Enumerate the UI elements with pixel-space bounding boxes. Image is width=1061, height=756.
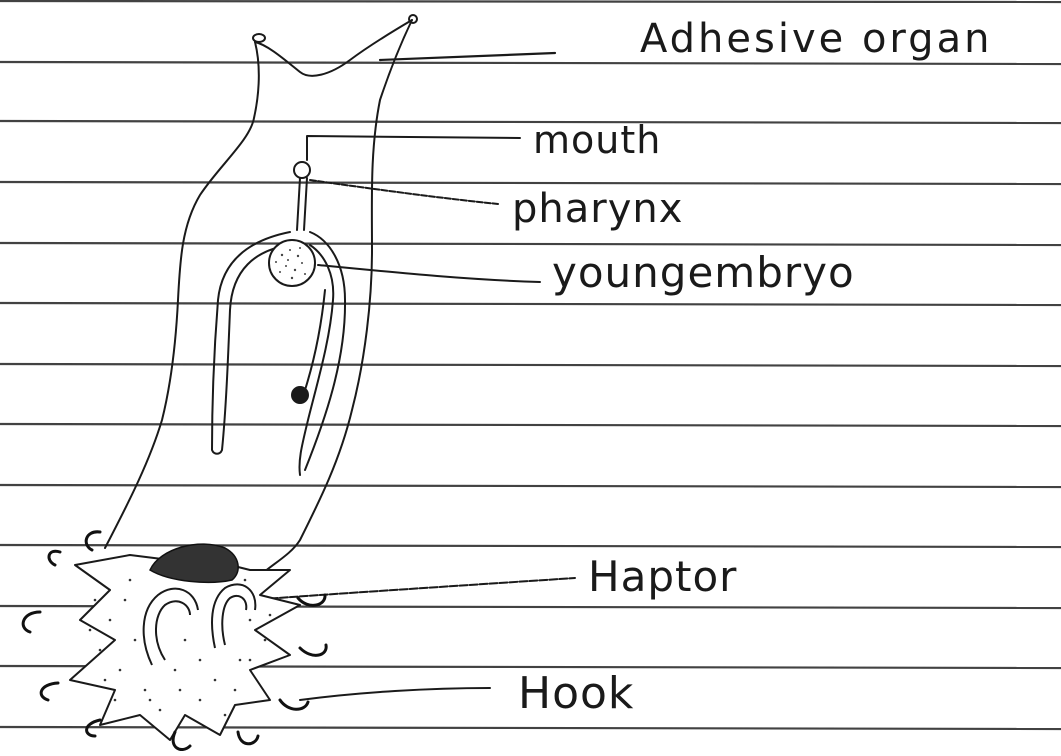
hook-8 — [280, 700, 308, 709]
hook-1 — [86, 532, 100, 550]
label-young-embryo: youngembryo — [552, 248, 855, 297]
hook-6 — [173, 732, 190, 750]
adhesive-organ-right-lobe — [409, 15, 417, 23]
adhesive-organ-left-lobe — [253, 34, 265, 42]
leader-adhesive — [380, 53, 555, 60]
leader-mouth — [307, 136, 520, 160]
label-adhesive-organ: Adhesive organ — [640, 16, 992, 62]
leader-haptor — [250, 578, 575, 600]
leader-embryo — [318, 265, 540, 282]
label-hook: Hook — [518, 668, 634, 719]
hook-7 — [238, 732, 258, 744]
leader-hook — [300, 688, 490, 700]
uterine-canal — [305, 290, 325, 390]
hook-2 — [49, 551, 60, 565]
label-mouth: mouth — [533, 118, 661, 162]
body-outline — [105, 20, 412, 580]
hook-3 — [23, 612, 40, 632]
hook-4 — [41, 683, 58, 700]
label-pharynx: pharynx — [512, 186, 683, 232]
label-haptor: Haptor — [588, 552, 737, 601]
pharynx — [297, 178, 307, 230]
haptor — [70, 544, 300, 740]
adhesive-organ — [255, 20, 412, 76]
haptor-dome — [150, 544, 238, 582]
mouth-circle — [294, 162, 310, 178]
young-embryo — [269, 240, 315, 286]
egg-dot — [292, 387, 308, 403]
hook-9 — [300, 645, 326, 655]
